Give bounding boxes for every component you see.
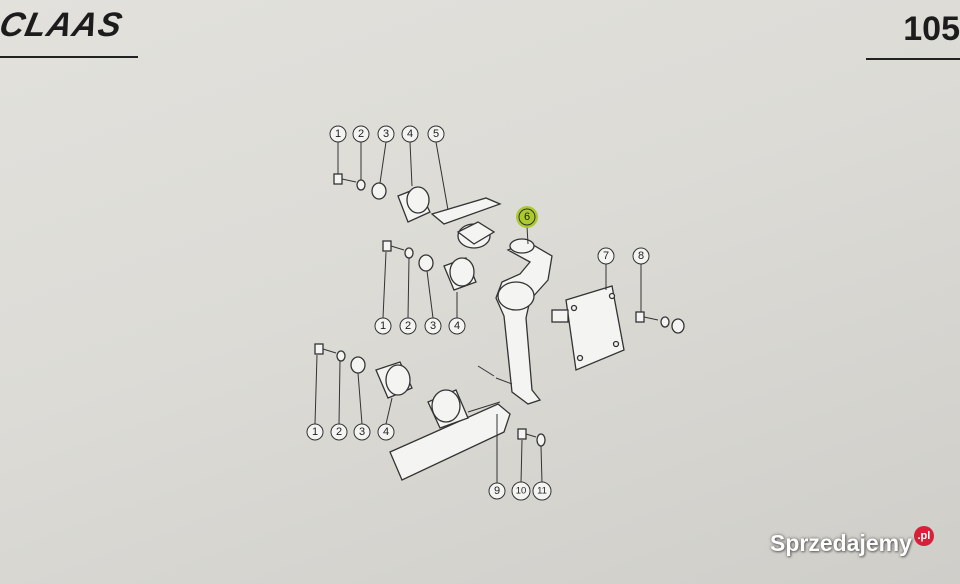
callout-top-3: 3 xyxy=(377,125,395,143)
svg-text:2: 2 xyxy=(405,320,411,332)
callout-10: 10 xyxy=(511,481,531,501)
svg-text:3: 3 xyxy=(383,128,389,140)
svg-text:2: 2 xyxy=(336,426,342,438)
mounting-plate xyxy=(551,285,625,371)
leader-lines xyxy=(314,141,642,484)
bolt-bottom xyxy=(314,343,337,355)
svg-text:3: 3 xyxy=(430,320,436,332)
svg-text:7: 7 xyxy=(603,250,609,262)
svg-text:3: 3 xyxy=(359,426,365,438)
callout-mid-3: 3 xyxy=(424,317,442,335)
svg-text:9: 9 xyxy=(494,485,500,497)
bolt-right xyxy=(635,311,685,334)
svg-text:8: 8 xyxy=(638,250,644,262)
callout-8: 8 xyxy=(632,247,650,265)
washer-top xyxy=(356,179,366,191)
nut-mid xyxy=(418,254,434,272)
bolt-mid xyxy=(382,240,405,252)
bracket-top xyxy=(430,197,502,249)
nut-top xyxy=(371,182,387,200)
bushing-top xyxy=(397,186,431,223)
svg-text:10: 10 xyxy=(516,486,527,497)
header-rule-right xyxy=(866,58,960,60)
callout-9: 9 xyxy=(488,482,506,500)
svg-text:1: 1 xyxy=(380,320,386,332)
nut-bottom xyxy=(350,356,366,374)
svg-text:11: 11 xyxy=(537,486,547,497)
callout-bottom-4: 4 xyxy=(377,423,395,441)
callout-top-4: 4 xyxy=(401,125,419,143)
callout-top-5: 5 xyxy=(427,125,445,143)
callout-bottom-2: 2 xyxy=(330,423,348,441)
callout-7: 7 xyxy=(597,247,615,265)
svg-text:1: 1 xyxy=(335,128,341,140)
watermark-text: Sprzedajemy xyxy=(770,530,912,556)
svg-text:6: 6 xyxy=(524,211,530,223)
watermark-badge: .pl xyxy=(913,525,934,546)
svg-text:4: 4 xyxy=(454,320,460,332)
washer-mid xyxy=(404,247,414,259)
watermark: Sprzedajemy .pl xyxy=(770,525,934,557)
bolt-top xyxy=(333,173,357,185)
callouts: 1 2 3 4 5 6 7 8 1 2 3 4 1 2 3 4 9 10 11 xyxy=(306,125,650,501)
callout-top-2: 2 xyxy=(352,125,370,143)
bushing-bottom xyxy=(375,361,413,399)
svg-text:5: 5 xyxy=(433,128,439,140)
svg-text:1: 1 xyxy=(312,426,318,438)
callout-top-1: 1 xyxy=(329,125,347,143)
page-number: 105 xyxy=(903,10,960,48)
header-rule-left xyxy=(0,56,138,58)
callout-mid-1: 1 xyxy=(374,317,392,335)
callout-6-highlighted: 6 xyxy=(516,206,538,228)
callout-mid-2: 2 xyxy=(399,317,417,335)
callout-bottom-1: 1 xyxy=(306,423,324,441)
callout-bottom-3: 3 xyxy=(353,423,371,441)
lower-bracket xyxy=(389,389,511,481)
svg-text:2: 2 xyxy=(358,128,364,140)
callout-11: 11 xyxy=(532,481,552,501)
callout-mid-4: 4 xyxy=(448,317,466,335)
lever-arm xyxy=(477,238,553,405)
svg-text:4: 4 xyxy=(407,128,413,140)
washer-bottom xyxy=(336,350,346,362)
svg-text:4: 4 xyxy=(383,426,389,438)
bushing-mid xyxy=(443,257,477,291)
